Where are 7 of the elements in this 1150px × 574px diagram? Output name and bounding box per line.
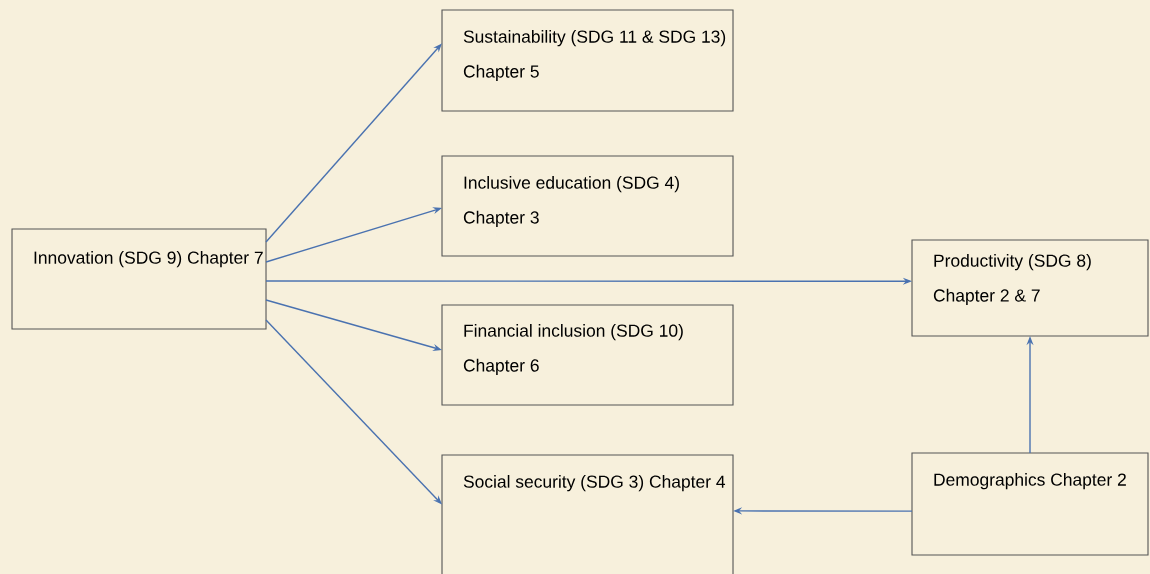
text-box: Social security (SDG 3) Chapter 4 (441, 454, 734, 574)
text-box: Sustainability (SDG 11 & SDG 13) Chapter 5 (441, 9, 734, 112)
text-box: Productivity (SDG 8) Chapter 2 & 7 (911, 239, 1149, 337)
text-box: Financial inclusion (SDG 10) Chapter 6 (441, 304, 734, 406)
text-box: Inclusive education (SDG 4) Chapter 3 (441, 155, 734, 257)
text-box: Demographics Chapter 2 (911, 452, 1149, 556)
text-box: Innovation (SDG 9) Chapter 7 (11, 228, 267, 330)
